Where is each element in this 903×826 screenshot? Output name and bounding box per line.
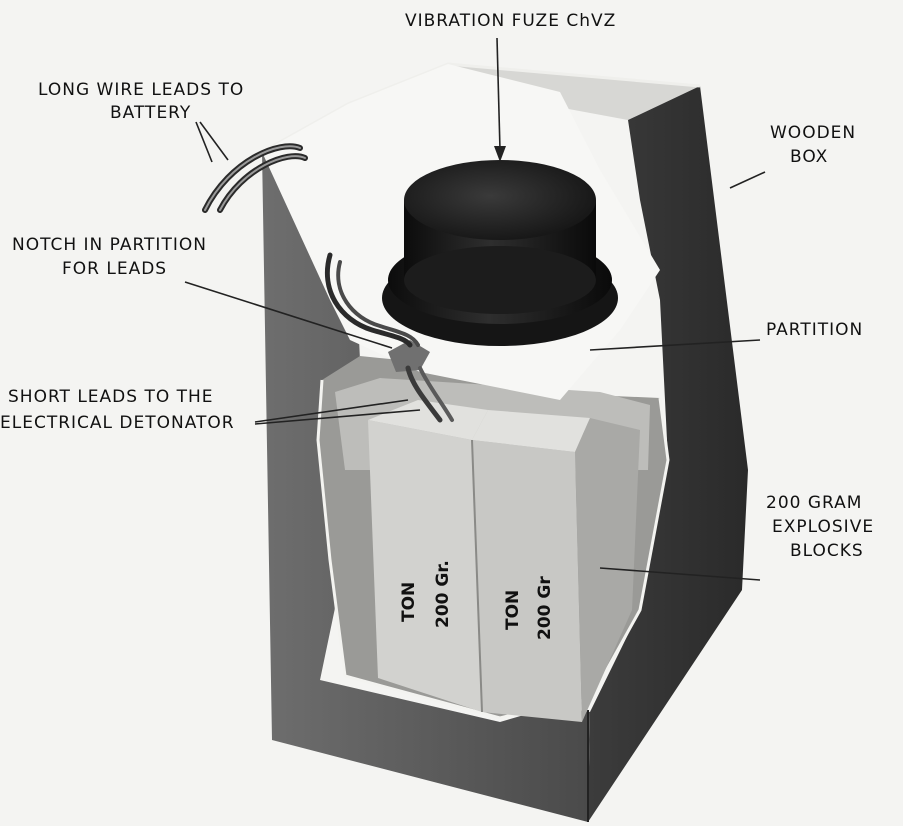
label-notch-line1: NOTCH IN PARTITION: [12, 235, 207, 255]
label-wooden-box-line2: BOX: [790, 147, 828, 167]
label-notch-line2: FOR LEADS: [62, 259, 167, 279]
block-1-name: TON: [399, 582, 419, 622]
label-long-wire-line2: BATTERY: [110, 103, 191, 123]
label-short-leads-line1: SHORT LEADS TO THE: [8, 387, 214, 407]
label-explosive-line2: EXPLOSIVE: [772, 517, 874, 537]
leader-wooden-box: [730, 172, 765, 188]
block-1-weight: 200 Gr.: [433, 560, 453, 628]
label-partition: PARTITION: [766, 320, 863, 340]
fuze-body-bottom: [404, 246, 596, 314]
block-front-2: [472, 440, 582, 722]
block-front-1: [368, 420, 482, 712]
label-long-wire-line1: LONG WIRE LEADS TO: [38, 80, 244, 100]
explosive-blocks: TON 200 Gr. TON 200 Gr: [368, 400, 640, 722]
vibration-fuze: [382, 160, 618, 346]
label-explosive-line3: BLOCKS: [790, 541, 864, 561]
fuze-top: [404, 160, 596, 240]
label-wooden-box-line1: WOODEN: [770, 123, 856, 143]
label-explosive-line1: 200 GRAM: [766, 493, 862, 513]
block-2-name: TON: [503, 590, 523, 630]
block-2-weight: 200 Gr: [535, 576, 555, 640]
label-short-leads-line2: ELECTRICAL DETONATOR: [0, 413, 235, 433]
label-vibration-fuze: VIBRATION FUZE ChVZ: [405, 11, 616, 31]
